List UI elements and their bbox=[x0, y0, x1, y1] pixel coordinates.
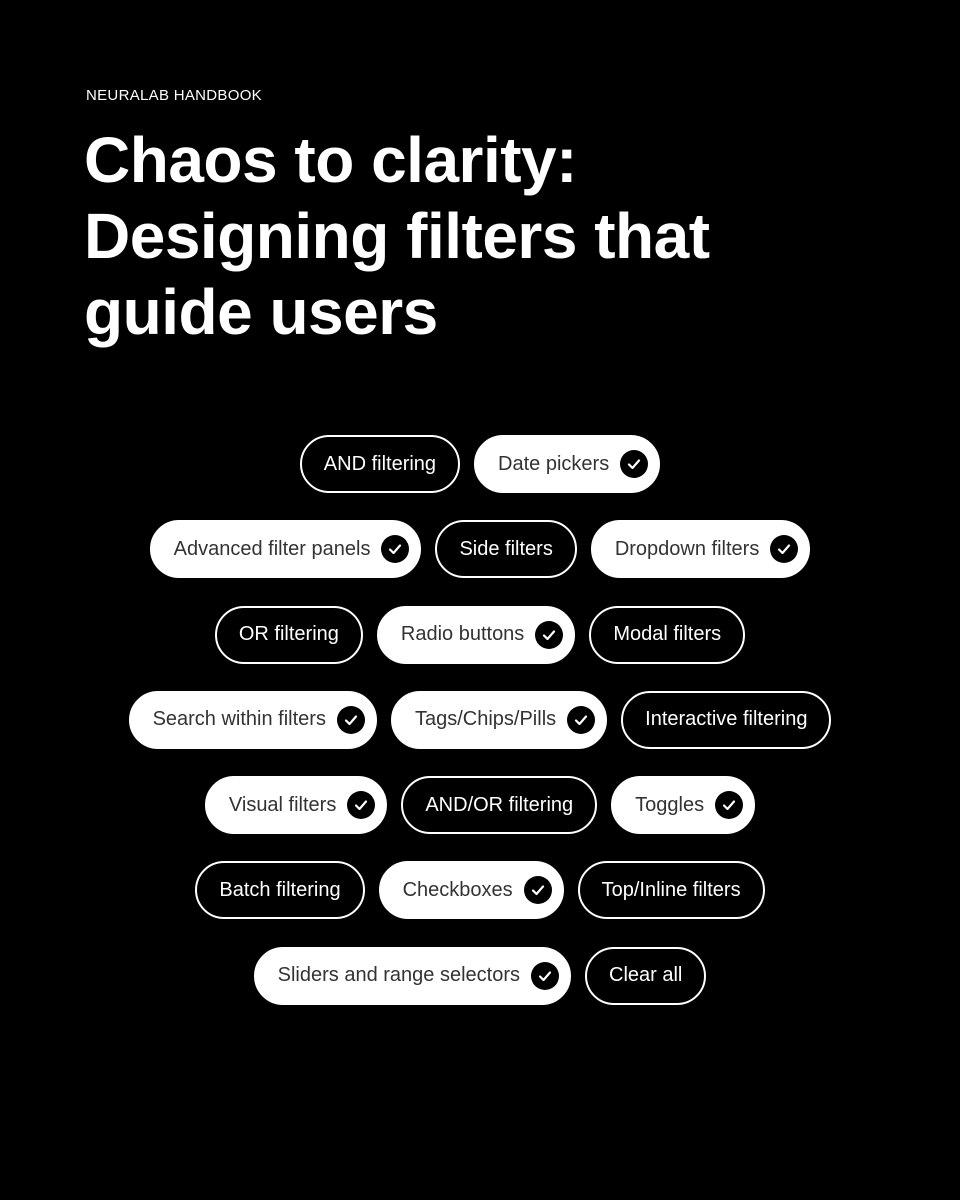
checkmark-icon bbox=[336, 705, 365, 734]
chip-label: Date pickers bbox=[498, 452, 610, 475]
filter-chip-selected[interactable]: Checkboxes bbox=[378, 861, 564, 920]
filter-chip[interactable]: AND/OR filtering bbox=[401, 776, 598, 835]
title-line-3: guide users bbox=[84, 276, 438, 348]
chip-row: Batch filtering Checkboxes Top/Inline filt… bbox=[0, 861, 960, 920]
filter-chip-selected[interactable]: Sliders and range selectors bbox=[253, 946, 571, 1005]
filter-chip[interactable]: Modal filters bbox=[589, 605, 746, 664]
title-line-1: Chaos to clarity: bbox=[84, 124, 577, 196]
filter-chip[interactable]: Clear all bbox=[585, 946, 707, 1005]
eyebrow-label: NEURALAB HANDBOOK bbox=[86, 87, 262, 104]
chip-label: Checkboxes bbox=[402, 878, 513, 901]
chip-row: OR filtering Radio buttons Modal filters bbox=[0, 605, 960, 664]
chip-label: Sliders and range selectors bbox=[277, 964, 520, 987]
filter-chip-selected[interactable]: Advanced filter panels bbox=[149, 520, 422, 579]
chip-row: AND filtering Date pickers bbox=[0, 435, 960, 493]
filter-chip-selected[interactable]: Radio buttons bbox=[376, 605, 576, 664]
chip-label: Advanced filter panels bbox=[173, 537, 371, 560]
checkmark-icon bbox=[770, 535, 799, 564]
filter-chip[interactable]: Top/Inline filters bbox=[577, 861, 765, 920]
chip-label: AND/OR filtering bbox=[425, 793, 574, 816]
filter-chip-selected[interactable]: Search within filters bbox=[128, 690, 377, 749]
checkmark-icon bbox=[620, 450, 649, 478]
checkmark-icon bbox=[531, 961, 559, 990]
chip-label: Dropdown filters bbox=[614, 537, 760, 560]
page-title: Chaos to clarity: Designing filters that… bbox=[84, 122, 884, 350]
checkmark-icon bbox=[535, 620, 564, 649]
chip-label: Side filters bbox=[459, 537, 553, 560]
chip-row: Search within filters Tags/Chips/Pills Int… bbox=[0, 690, 960, 749]
chip-label: Interactive filtering bbox=[645, 708, 808, 731]
checkmark-icon bbox=[347, 791, 376, 820]
chip-label: Tags/Chips/Pills bbox=[414, 708, 557, 731]
filter-chip[interactable]: Interactive filtering bbox=[621, 690, 832, 749]
filter-chip[interactable]: AND filtering bbox=[299, 435, 461, 493]
checkmark-icon bbox=[523, 876, 552, 905]
chip-row: Visual filters AND/OR filtering Toggles bbox=[0, 776, 960, 835]
chip-label: Clear all bbox=[609, 964, 683, 987]
chip-label: Search within filters bbox=[152, 708, 326, 731]
filter-chip[interactable]: OR filtering bbox=[214, 605, 363, 664]
filter-chip-selected[interactable]: Date pickers bbox=[474, 435, 661, 493]
chip-label: Visual filters bbox=[228, 793, 337, 816]
filter-chip-selected[interactable]: Dropdown filters bbox=[590, 520, 811, 579]
title-line-2: Designing filters that bbox=[84, 200, 710, 272]
chip-label: Radio buttons bbox=[400, 623, 525, 646]
chip-label: Batch filtering bbox=[219, 878, 341, 901]
filter-chip-selected[interactable]: Visual filters bbox=[204, 776, 388, 835]
chip-label: Toggles bbox=[635, 793, 705, 816]
filter-chip-selected[interactable]: Tags/Chips/Pills bbox=[390, 690, 608, 749]
checkmark-icon bbox=[715, 791, 744, 820]
checkmark-icon bbox=[567, 705, 596, 734]
chip-row: Advanced filter panels Side filters Dropdo… bbox=[0, 520, 960, 579]
chip-label: OR filtering bbox=[238, 623, 339, 646]
chip-label: AND filtering bbox=[323, 452, 437, 475]
chip-label: Top/Inline filters bbox=[601, 878, 741, 901]
chip-label: Modal filters bbox=[613, 623, 722, 646]
checkmark-icon bbox=[381, 535, 410, 564]
filter-chip[interactable]: Batch filtering bbox=[195, 861, 365, 920]
chip-row: Sliders and range selectors Clear all bbox=[0, 946, 960, 1005]
filter-chip-selected[interactable]: Toggles bbox=[611, 776, 756, 835]
filter-chip[interactable]: Side filters bbox=[435, 520, 577, 579]
